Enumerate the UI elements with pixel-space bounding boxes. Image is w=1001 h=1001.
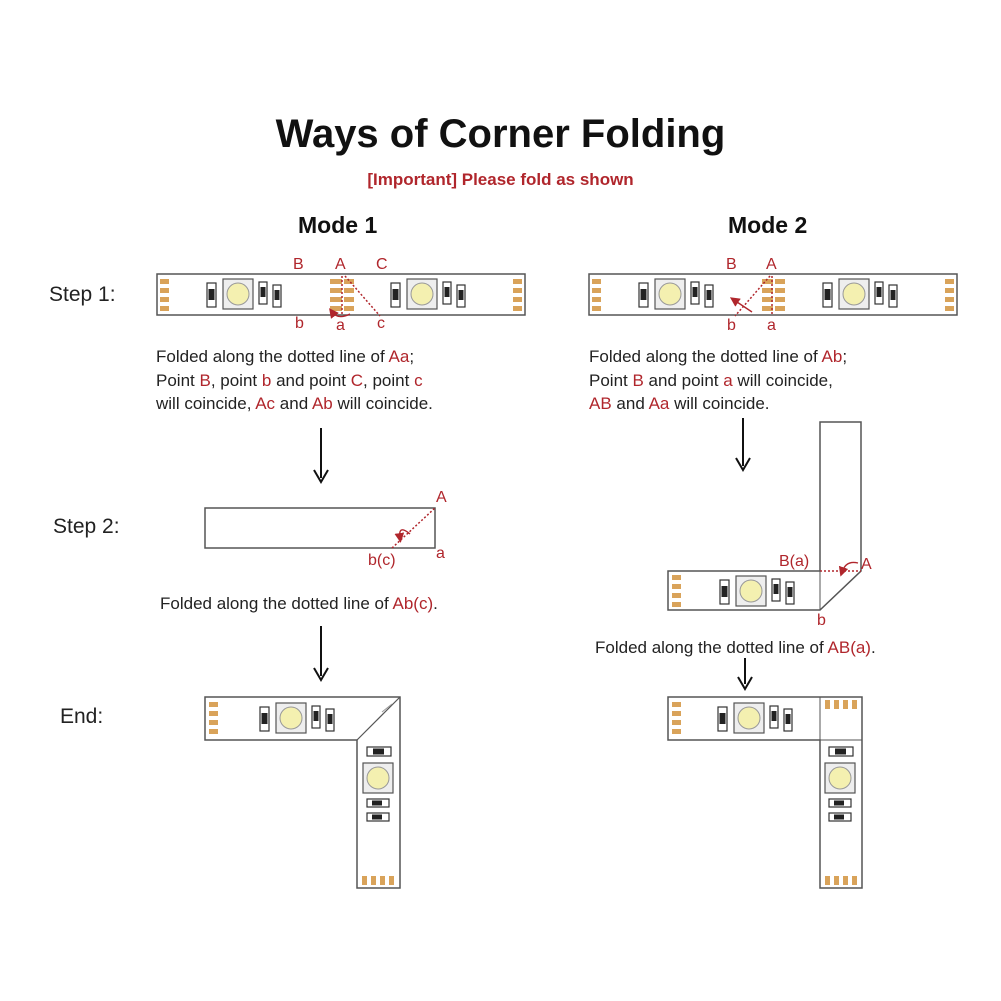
m1-label-c: c [377, 315, 385, 332]
m2-label-b: b [727, 317, 736, 334]
m1-s2-label-bc: b(c) [368, 552, 396, 569]
mode1-down-arrow-2 [313, 626, 329, 682]
step-2-label: Step 2: [53, 515, 120, 538]
mode2-step1-strip [588, 273, 958, 317]
m2-label-B: B [726, 256, 737, 273]
mode-1-heading: Mode 1 [298, 212, 378, 238]
m2-step2-description: Folded along the dotted line of AB(a). [595, 638, 876, 657]
m2-step1-description: Folded along the dotted line of Ab; Poin… [589, 347, 848, 413]
m2-s2-label-b: b [817, 612, 826, 629]
page-subtitle: [Important] Please fold as shown [367, 170, 634, 189]
m1-label-a: a [336, 317, 345, 334]
m1-step2-description: Folded along the dotted line of Ab(c). [160, 594, 438, 613]
m2-label-A: A [766, 256, 777, 273]
m1-s2-label-A: A [436, 489, 447, 506]
mode2-end-strip [667, 696, 863, 889]
page-title: Ways of Corner Folding [275, 112, 726, 156]
mode-2-heading: Mode 2 [728, 212, 808, 238]
mode1-step2-strip [204, 507, 436, 549]
m1-label-B: B [293, 256, 304, 273]
m1-s2-label-a: a [436, 545, 445, 562]
mode2-down-arrow-1 [735, 418, 751, 472]
end-label: End: [60, 705, 104, 728]
m1-label-b: b [295, 315, 304, 332]
m1-step1-description: Folded along the dotted line of Aa; Poin… [156, 347, 433, 413]
m2-label-a: a [767, 317, 776, 334]
mode1-end-strip [204, 696, 401, 889]
mode1-step1-strip [156, 273, 526, 319]
step-1-label: Step 1: [49, 283, 116, 306]
m1-label-C: C [376, 256, 388, 273]
m1-label-A: A [335, 256, 346, 273]
mode1-down-arrow-1 [313, 428, 329, 484]
m2-s2-label-A: A [861, 556, 872, 573]
mode2-step2-strip [667, 421, 862, 611]
mode2-down-arrow-2 [737, 658, 753, 691]
m2-s2-label-Ba: B(a) [779, 553, 810, 570]
